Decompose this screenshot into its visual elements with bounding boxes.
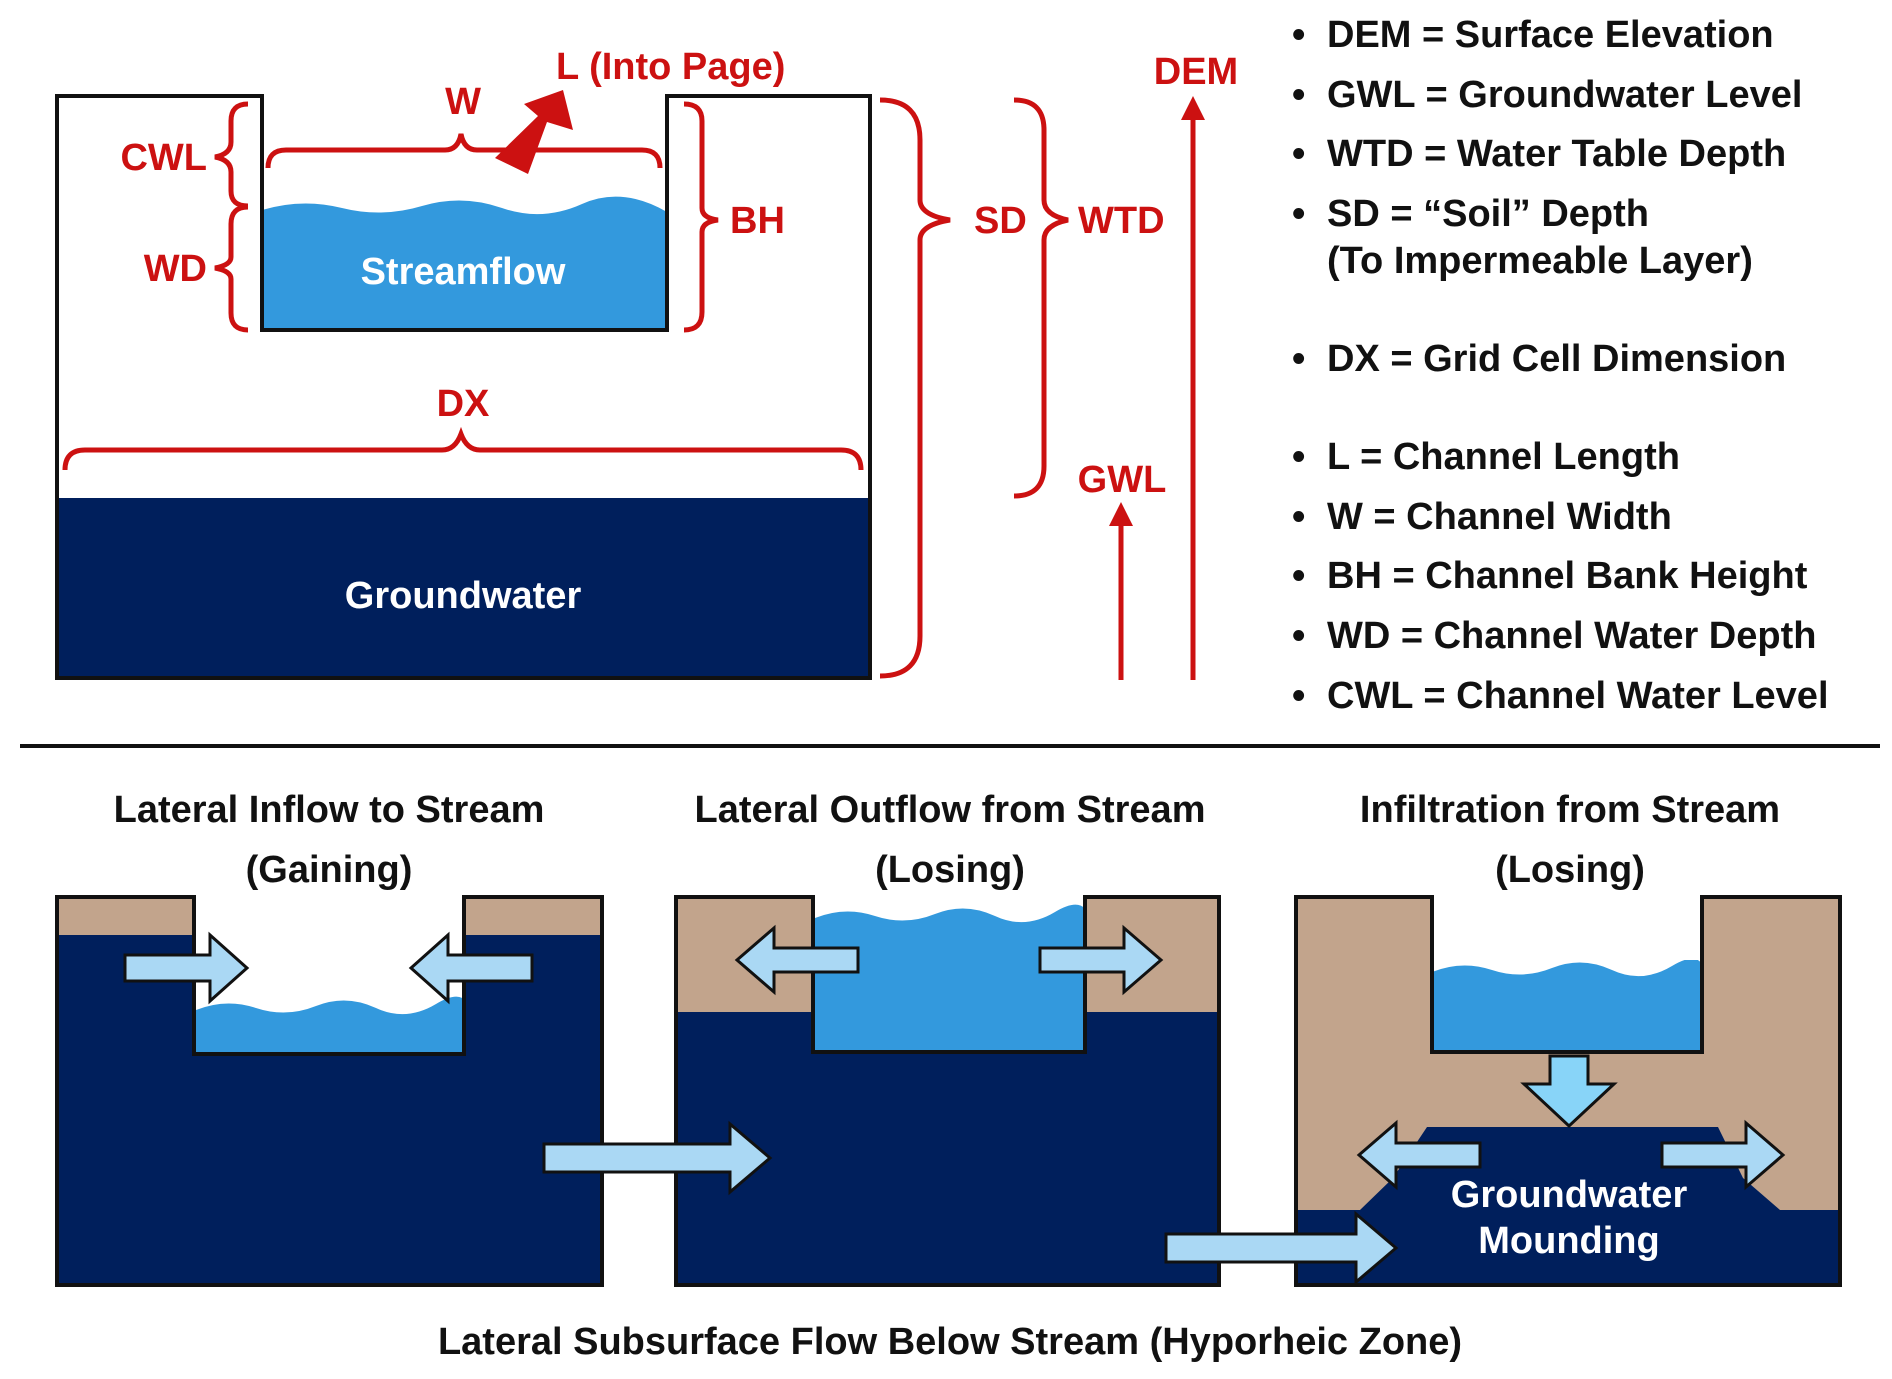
bh-brace (683, 101, 719, 333)
hyporheic-arrow-1 (542, 1120, 773, 1196)
legend-item-sd-note: (To Impermeable Layer) (1327, 240, 1753, 282)
legend-item-w: W = Channel Width (1327, 496, 1672, 538)
label-sd: SD (974, 200, 1027, 242)
label-wtd: WTD (1078, 200, 1165, 242)
wd-brace (214, 204, 249, 333)
legend-bullet: • (1292, 675, 1305, 717)
panel-1-soil-left (57, 897, 194, 935)
panel-3-subtitle: (Losing) (1495, 849, 1645, 891)
panel-3-infiltration-arrow-down (1520, 1054, 1618, 1129)
legend-bullet: • (1292, 338, 1305, 380)
label-l: L (Into Page) (556, 46, 785, 88)
cwl-brace (214, 101, 249, 209)
legend-item-dx: DX = Grid Cell Dimension (1327, 338, 1786, 380)
panel-1-soil-right (464, 897, 602, 935)
label-dx: DX (437, 383, 490, 425)
groundwater-layer (57, 498, 870, 678)
legend-bullet: • (1292, 496, 1305, 538)
hyporheic-arrow-2 (1164, 1210, 1399, 1286)
panel-gaining (55, 895, 604, 1287)
label-cwl: CWL (120, 137, 207, 179)
legend-item-bh: BH = Channel Bank Height (1327, 555, 1808, 597)
streamflow-label: Streamflow (361, 251, 566, 293)
grid-cell-outline (55, 94, 872, 680)
panel-3-outline (1294, 895, 1842, 1287)
legend-item-sd: SD = “Soil” Depth (1327, 193, 1649, 235)
legend-item-gwl: GWL = Groundwater Level (1327, 74, 1802, 116)
legend-item-wd: WD = Channel Water Depth (1327, 615, 1816, 657)
panel-titles: Lateral Inflow to Stream (Gaining) Later… (114, 789, 1780, 891)
dx-brace (62, 426, 864, 471)
legend-bullet: • (1292, 193, 1305, 235)
hyporheic-flow-arrows (542, 1120, 1399, 1286)
measurement-annotations (62, 97, 1069, 679)
l-arrow-shape (495, 90, 573, 174)
panel-infiltration: Groundwater Mounding (1294, 895, 1842, 1287)
legend-bullet: • (1292, 555, 1305, 597)
panel-2-outflow-arrow-left (734, 924, 860, 996)
top-labels: W L (Into Page) CWL WD BH SD WTD DEM GWL… (120, 46, 1238, 501)
panel-3-mound-arrow-right (1660, 1119, 1786, 1191)
panel-1-subtitle: (Gaining) (246, 849, 413, 891)
wtd-brace (1013, 97, 1069, 499)
panel-3-stream-water (1432, 960, 1702, 1052)
width-brace (265, 133, 663, 169)
sd-brace (879, 97, 951, 679)
label-bh: BH (730, 200, 785, 242)
panel-2-subtitle: (Losing) (875, 849, 1025, 891)
bottom-caption: Lateral Subsurface Flow Below Stream (Hy… (438, 1321, 1462, 1363)
panel-1-title: Lateral Inflow to Stream (114, 789, 545, 831)
panel-3-mound-arrow-left (1356, 1119, 1482, 1191)
legend-item-wtd: WTD = Water Table Depth (1327, 133, 1786, 175)
panel-2-outflow-arrow-right (1038, 924, 1164, 996)
legend-item-cwl: CWL = Channel Water Level (1327, 675, 1829, 717)
elevation-arrows (1109, 96, 1205, 680)
legend: • DEM = Surface Elevation • GWL = Ground… (1292, 14, 1829, 717)
legend-item-dem: DEM = Surface Elevation (1327, 14, 1774, 56)
panel-1-stream-water (196, 996, 462, 1055)
panel-2-stream-water (815, 904, 1085, 1052)
grid-cell-cross-section: Streamflow Groundwater (55, 94, 872, 680)
legend-item-l: L = Channel Length (1327, 436, 1680, 478)
channel-length-arrow (495, 90, 573, 174)
label-gwl: GWL (1078, 459, 1167, 501)
dem-arrow-head (1181, 96, 1205, 120)
gwl-arrow-head (1109, 502, 1133, 526)
panel-1-inflow-arrow-right (408, 931, 534, 1005)
mounding-label-line2: Mounding (1478, 1220, 1659, 1262)
label-w: W (445, 81, 481, 123)
label-dem: DEM (1154, 51, 1238, 93)
panel-3-title: Infiltration from Stream (1360, 789, 1780, 831)
panel-1-outline (55, 895, 604, 1287)
legend-bullet: • (1292, 436, 1305, 478)
groundwater-label: Groundwater (345, 575, 582, 617)
label-wd: WD (144, 248, 207, 290)
panel-1-inflow-arrow-left (123, 931, 250, 1005)
streamflow-water (262, 196, 667, 330)
legend-bullet: • (1292, 133, 1305, 175)
legend-bullet: • (1292, 14, 1305, 56)
legend-bullet: • (1292, 615, 1305, 657)
panel-2-title: Lateral Outflow from Stream (695, 789, 1206, 831)
legend-bullet: • (1292, 74, 1305, 116)
mounding-label-line1: Groundwater (1451, 1174, 1688, 1216)
panel-losing-outflow (674, 895, 1221, 1287)
